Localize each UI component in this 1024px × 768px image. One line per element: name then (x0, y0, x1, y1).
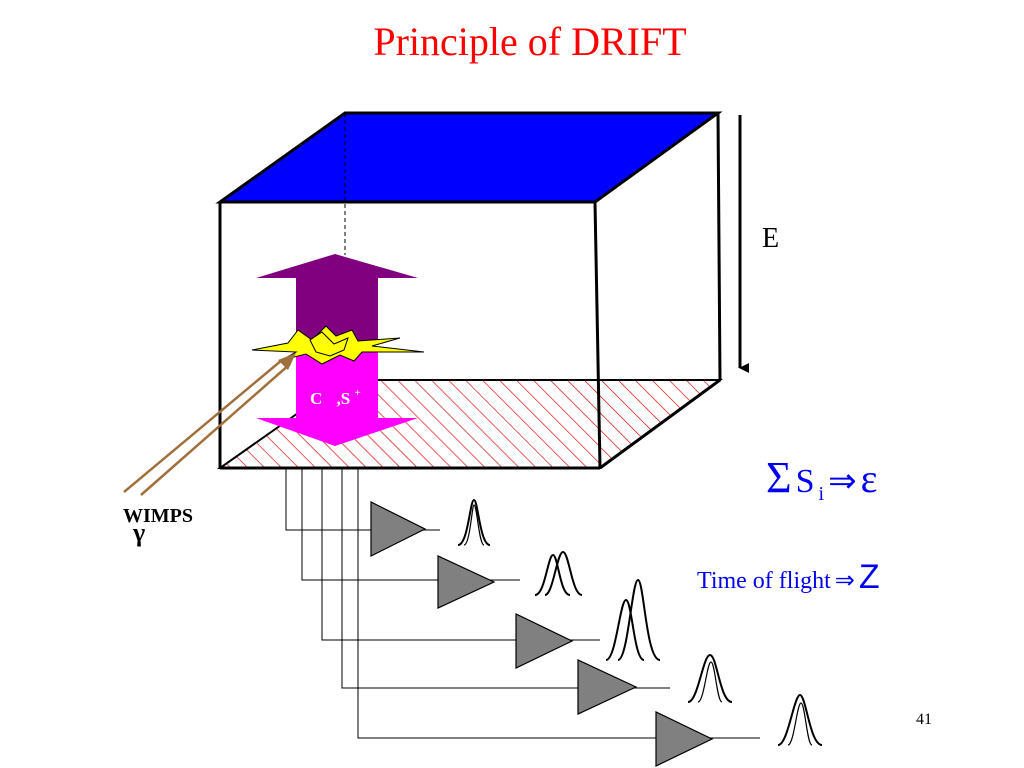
field-label: E (762, 223, 779, 254)
downward-drift-arrow (256, 350, 418, 446)
incoming-tracks (123, 359, 291, 496)
output-pulses (457, 498, 823, 746)
amplifiers (370, 501, 714, 767)
energy-arrow: ⇒ (828, 463, 857, 500)
ion-label-mid: ,S (337, 389, 351, 408)
pulse-1 (457, 498, 491, 546)
chamber-box (218, 112, 722, 470)
pulse-5 (777, 693, 823, 746)
anode-plane (215, 111, 723, 204)
page-number: 41 (916, 711, 932, 728)
slide-title: Principle of DRIFT (373, 19, 686, 64)
wimps-label: WIMPS (123, 505, 193, 527)
tof-text: Time of flight (697, 568, 831, 594)
amplifier (515, 613, 574, 669)
interaction-spark-core (309, 331, 349, 357)
tof-arrow: ⇒ (835, 568, 855, 594)
sum-var: S (796, 463, 815, 500)
amplifier (437, 555, 496, 609)
upward-drift-arrow (256, 254, 418, 345)
gamma-label: γ (132, 518, 145, 547)
energy-equation: Σ S i ⇒ ε (766, 453, 877, 505)
energy-symbol: ε (861, 456, 878, 501)
readout-wires (285, 468, 760, 739)
ion-label-sup: + (355, 387, 361, 399)
sum-symbol: Σ (766, 453, 792, 502)
pulse-2 (534, 553, 571, 596)
tof-equation: Time of flight ⇒ Z (697, 558, 880, 596)
amplifier (370, 501, 427, 557)
pulse-4 (687, 653, 733, 703)
amplifier (577, 659, 638, 715)
z-symbol: Z (859, 558, 880, 596)
ion-label: C ,S + (310, 387, 361, 408)
ion-label-prefix: C (310, 389, 322, 408)
sum-sub: i (819, 483, 825, 505)
track-arrowhead (278, 353, 296, 370)
amplifier (655, 711, 714, 767)
pulse-3 (605, 598, 645, 661)
